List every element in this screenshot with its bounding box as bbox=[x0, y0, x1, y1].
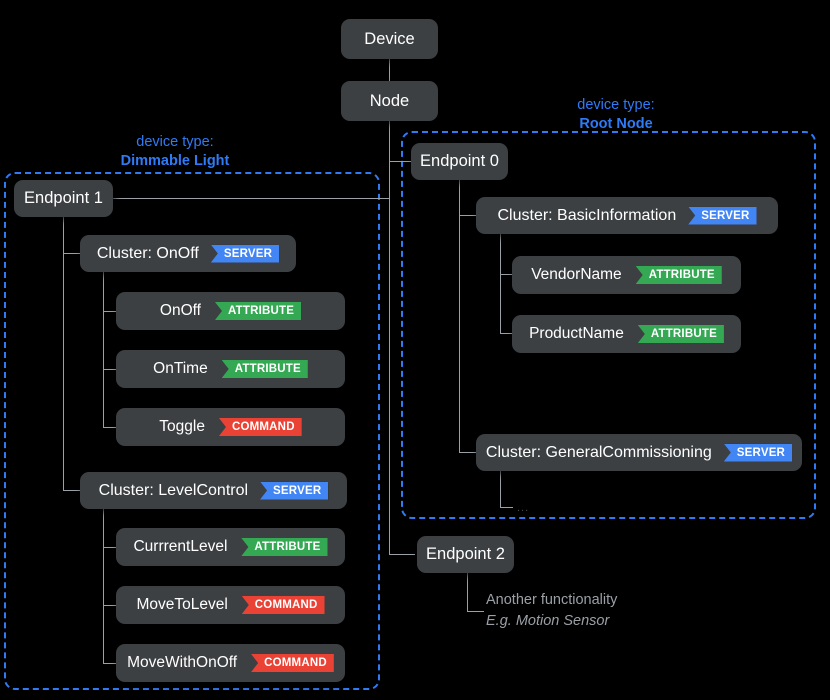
endpoint-1-label: Endpoint 1 bbox=[24, 189, 103, 207]
connector-levelcontrol-to-currentlevel bbox=[103, 547, 116, 548]
connector-levelcontrol-bus bbox=[103, 508, 104, 664]
connector-endpoint0-bus bbox=[459, 180, 460, 453]
connector-device-node bbox=[389, 59, 390, 82]
connector-onoff-to-ontime-attr bbox=[103, 369, 116, 370]
server-badge: SERVER bbox=[260, 481, 329, 500]
attribute-badge: ATTRIBUTE bbox=[214, 302, 302, 320]
node-command-movetolevel[interactable]: MoveToLevel COMMAND bbox=[116, 586, 345, 624]
command-badge: COMMAND bbox=[241, 596, 325, 614]
endpoint-2-note-line2: E.g. Motion Sensor bbox=[486, 613, 610, 629]
connector-endpoint2-bus bbox=[467, 572, 468, 611]
connector-endpoint2-to-note bbox=[467, 611, 484, 612]
connector-endpoint0-to-generalcommissioning bbox=[459, 452, 476, 453]
cluster-generalcommissioning-label: Cluster: GeneralCommissioning bbox=[485, 443, 712, 461]
connector-basicinformation-to-productname bbox=[500, 333, 512, 334]
device-type-name: Dimmable Light bbox=[120, 153, 230, 169]
attribute-onoff-label: OnOff bbox=[159, 302, 201, 319]
command-badge: COMMAND bbox=[251, 654, 334, 672]
connector-trunk-endpoint0 bbox=[389, 161, 412, 162]
connector-endpoint0-to-basicinformation bbox=[459, 215, 476, 216]
device-type-label-root-node: device type: Root Node bbox=[536, 96, 696, 134]
connector-onoff-to-onoff-attr bbox=[103, 311, 116, 312]
server-badge: SERVER bbox=[688, 206, 757, 225]
endpoint-2-note-line1: Another functionality bbox=[486, 592, 618, 608]
node-endpoint-0[interactable]: Endpoint 0 bbox=[411, 143, 508, 180]
cluster-levelcontrol-label: Cluster: LevelControl bbox=[98, 481, 249, 499]
server-badge: SERVER bbox=[210, 244, 280, 263]
cluster-basicinformation-label: Cluster: BasicInformation bbox=[497, 206, 677, 224]
node-attribute-vendorname[interactable]: VendorName ATTRIBUTE bbox=[512, 256, 741, 294]
attribute-currrentlevel-label: CurrrentLevel bbox=[133, 538, 228, 555]
node-cluster-generalcommissioning[interactable]: Cluster: GeneralCommissioning SERVER bbox=[476, 434, 802, 471]
node-device[interactable]: Device bbox=[341, 19, 438, 59]
attribute-badge: ATTRIBUTE bbox=[635, 266, 722, 284]
command-badge: COMMAND bbox=[218, 418, 302, 436]
device-type-kind: device type: bbox=[577, 97, 655, 113]
attribute-badge: ATTRIBUTE bbox=[241, 538, 328, 556]
node-attribute-onoff[interactable]: OnOff ATTRIBUTE bbox=[116, 292, 345, 330]
connector-onoff-to-toggle-cmd bbox=[103, 427, 116, 428]
connector-basicinformation-bus bbox=[500, 233, 501, 334]
endpoint-2-label: Endpoint 2 bbox=[426, 545, 505, 563]
connector-generalcommissioning-to-more bbox=[500, 507, 513, 508]
device-type-label-dimmable-light: device type: Dimmable Light bbox=[95, 133, 255, 171]
node-attribute-ontime[interactable]: OnTime ATTRIBUTE bbox=[116, 350, 345, 388]
cluster-onoff-label: Cluster: OnOff bbox=[96, 244, 199, 262]
connector-basicinformation-to-vendorname bbox=[500, 274, 512, 275]
node-command-movewithonoff[interactable]: MoveWithOnOff COMMAND bbox=[116, 644, 345, 682]
node-cluster-levelcontrol[interactable]: Cluster: LevelControl SERVER bbox=[80, 472, 347, 509]
connector-endpoint1-to-onoff bbox=[63, 253, 80, 254]
connector-generalcommissioning-bus bbox=[500, 470, 501, 507]
connector-trunk-endpoint2 bbox=[389, 554, 415, 555]
node-attribute-productname[interactable]: ProductName ATTRIBUTE bbox=[512, 315, 741, 353]
node-command-toggle[interactable]: Toggle COMMAND bbox=[116, 408, 345, 446]
generalcommissioning-more-ellipsis: ... bbox=[517, 502, 530, 514]
device-type-name: Root Node bbox=[579, 116, 653, 132]
attribute-productname-label: ProductName bbox=[529, 325, 624, 342]
device-type-kind: device type: bbox=[136, 134, 214, 150]
connector-levelcontrol-to-movewithonoff bbox=[103, 663, 116, 664]
attribute-badge: ATTRIBUTE bbox=[221, 360, 308, 378]
endpoint-0-label: Endpoint 0 bbox=[420, 152, 499, 170]
node-cluster-onoff[interactable]: Cluster: OnOff SERVER bbox=[80, 235, 296, 272]
connector-onoff-bus bbox=[103, 271, 104, 428]
endpoint-2-note: Another functionality E.g. Motion Sensor bbox=[486, 590, 617, 632]
connector-node-trunk bbox=[389, 120, 390, 555]
node-node[interactable]: Node bbox=[341, 81, 438, 121]
command-toggle-label: Toggle bbox=[159, 418, 205, 435]
attribute-badge: ATTRIBUTE bbox=[637, 325, 724, 343]
connector-levelcontrol-to-movetolevel bbox=[103, 605, 116, 606]
connector-endpoint1-bus bbox=[63, 216, 64, 491]
attribute-ontime-label: OnTime bbox=[153, 360, 208, 377]
command-movetolevel-label: MoveToLevel bbox=[136, 596, 228, 613]
node-node-label: Node bbox=[369, 91, 410, 110]
connector-trunk-endpoint1 bbox=[113, 198, 390, 199]
node-endpoint-2[interactable]: Endpoint 2 bbox=[417, 536, 514, 573]
command-movewithonoff-label: MoveWithOnOff bbox=[127, 654, 238, 671]
node-attribute-currrentlevel[interactable]: CurrrentLevel ATTRIBUTE bbox=[116, 528, 345, 566]
server-badge: SERVER bbox=[723, 443, 793, 462]
connector-endpoint1-to-levelcontrol bbox=[63, 490, 80, 491]
node-device-label: Device bbox=[364, 29, 415, 48]
node-cluster-basicinformation[interactable]: Cluster: BasicInformation SERVER bbox=[476, 197, 778, 234]
node-endpoint-1[interactable]: Endpoint 1 bbox=[14, 180, 113, 217]
attribute-vendorname-label: VendorName bbox=[531, 266, 622, 283]
